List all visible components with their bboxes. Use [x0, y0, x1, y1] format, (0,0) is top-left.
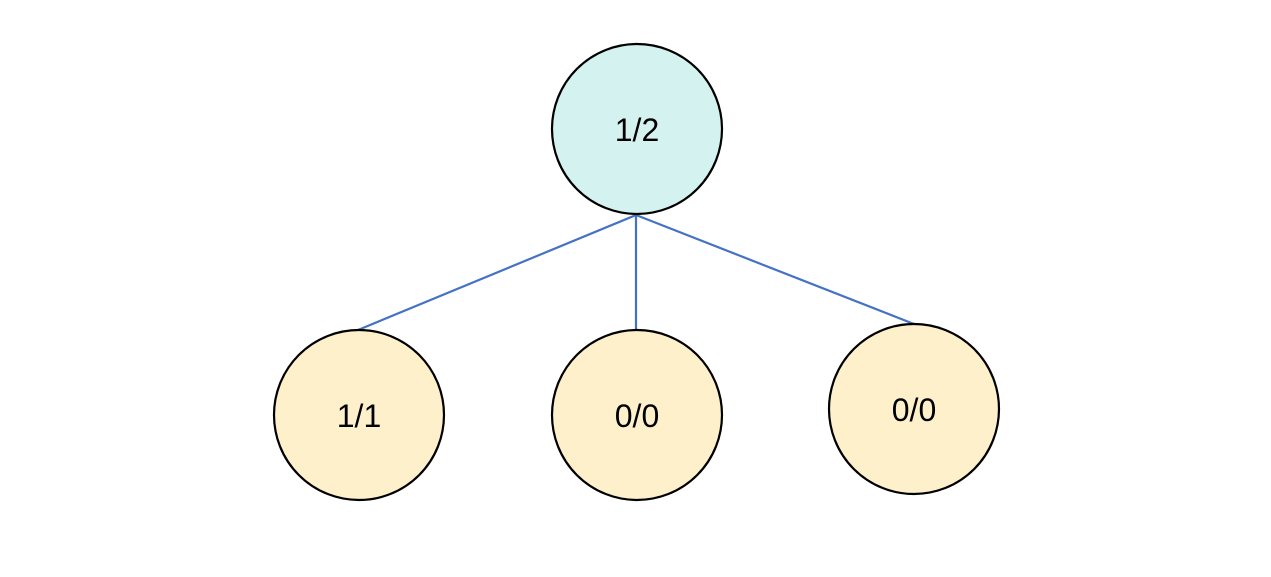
child-node-1-circle — [272, 328, 446, 502]
child-node-1-label: 1/1 — [337, 398, 381, 434]
child-node-3-circle — [827, 322, 1001, 496]
child-node-2-label: 0/0 — [615, 398, 659, 434]
child-node-1: 1/1 — [272, 328, 446, 502]
root-node-label: 1/2 — [615, 112, 659, 148]
child-node-2: 0/0 — [550, 328, 724, 502]
child-node-3-label: 0/0 — [892, 392, 936, 428]
child-node-2-circle — [550, 328, 724, 502]
edge-root-child-1 — [357, 213, 637, 332]
root-node-circle — [550, 42, 724, 216]
child-node-3: 0/0 — [827, 322, 1001, 496]
edge-root-child-3 — [635, 213, 915, 326]
root-node: 1/2 — [550, 42, 724, 216]
